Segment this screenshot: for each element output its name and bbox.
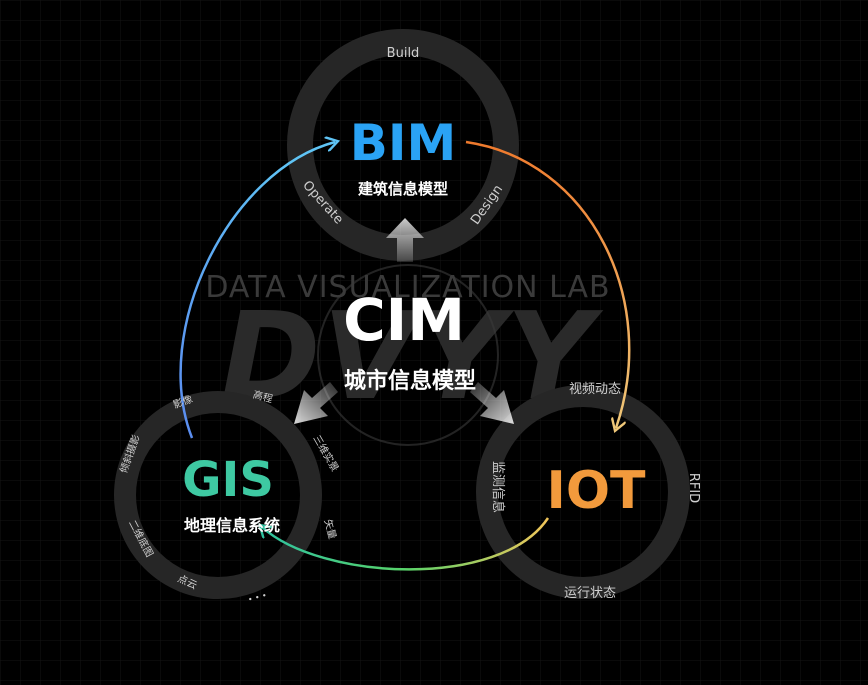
iot-ring-label-status: 运行状态 — [564, 586, 616, 601]
cim-to-iot-arrow — [470, 382, 514, 424]
iot-ring-label-monitor: 监测信息 — [490, 461, 506, 513]
gis-to-bim-arc-arrow — [179, 142, 335, 439]
iot-ring-label-video: 视频动态 — [569, 382, 621, 397]
gis-ring — [114, 391, 322, 599]
bim-title: BIM — [350, 114, 456, 172]
bim-ring-label-build: Build — [387, 46, 420, 61]
cim-subtitle: 城市信息模型 — [344, 368, 476, 394]
cim-title: CIM — [343, 286, 465, 354]
iot-ring-label-rfid: RFID — [686, 473, 701, 503]
bim-to-iot-arc-arrow — [465, 140, 631, 428]
iot-title: IOT — [546, 461, 646, 521]
cim-to-bim-arrow — [386, 218, 424, 262]
cim-to-gis-arrow — [294, 382, 338, 424]
watermark-lab-text: DATA VISUALIZATION LAB — [205, 270, 610, 305]
iot-ring — [476, 385, 690, 599]
bim-subtitle: 建筑信息模型 — [358, 180, 448, 198]
gis-subtitle: 地理信息系统 — [184, 516, 280, 535]
cim-ring — [317, 264, 499, 446]
gis-title: GIS — [182, 452, 274, 508]
iot-to-gis-arc-arrow — [262, 517, 550, 571]
